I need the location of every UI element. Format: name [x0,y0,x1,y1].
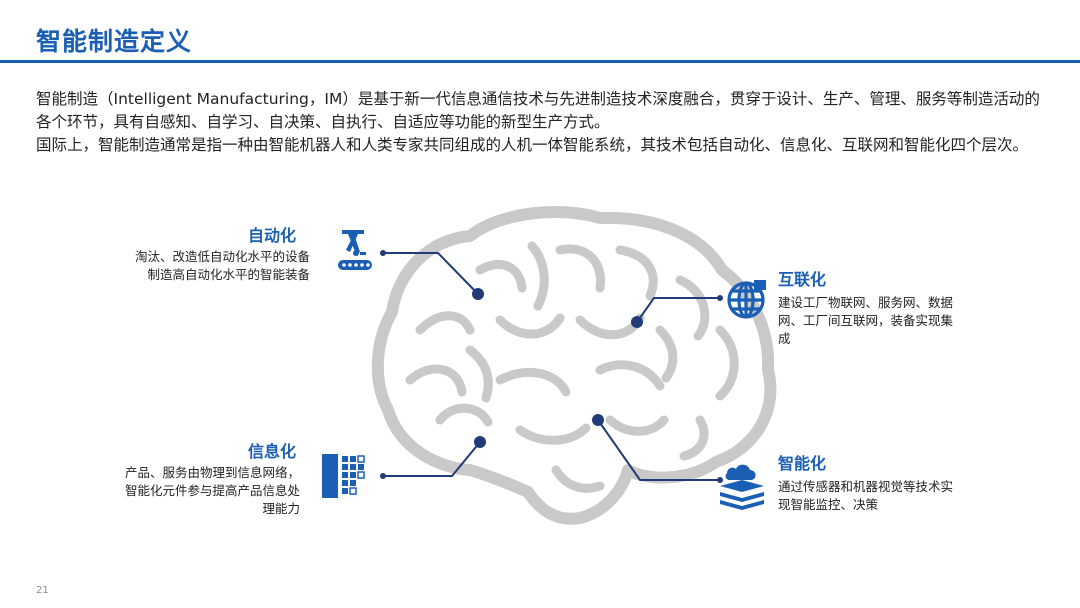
node-internet-icon [717,295,723,301]
information-description-line-3: 理能力 [262,501,300,516]
information-description-line-2: 智能化元件参与提高产品信息处 [124,483,300,498]
brain-icon [371,206,777,525]
automation-description-line-2: 制造高自动化水平的智能装备 [147,267,310,282]
automation-description-line-1: 淘汰、改造低自动化水平的设备 [134,249,310,264]
internet-description: 建设工厂物联网、服务网、数据 网、工厂间互联网，装备实现集 成 [778,294,978,348]
connector-automation [383,252,479,295]
intelligence-description-line-2: 现智能监控、决策 [778,497,879,512]
internet-description-line-1: 建设工厂物联网、服务网、数据 [778,295,954,310]
node-information-brain [474,436,486,448]
node-intelligence-brain [592,414,604,426]
intro-paragraph-1: 智能制造（Intelligent Manufacturing，IM）是基于新一代… [36,90,1040,131]
connector-internet [636,297,720,323]
intelligence-description: 通过传感器和机器视觉等技术实 现智能监控、决策 [778,478,978,514]
cloud-layers-icon [720,464,764,510]
intelligence-heading: 智能化 [778,454,827,473]
connector-information [383,441,481,477]
node-automation-brain [472,288,484,300]
automation-heading: 自动化 [248,226,297,245]
globe-network-icon [727,280,766,319]
intelligence-description-line-1: 通过传感器和机器视觉等技术实 [778,479,954,494]
title-divider [0,60,1080,63]
intro-text: 智能制造（Intelligent Manufacturing，IM）是基于新一代… [36,88,1046,157]
slide-title: 智能制造定义 [36,27,193,56]
page-number: 21 [36,585,49,596]
node-internet-brain [631,316,643,328]
internet-description-line-2: 网、工厂间互联网，装备实现集 [778,313,954,328]
connector-lines [383,252,720,481]
connector-intelligence [597,419,720,481]
node-intelligence-icon [717,477,723,483]
information-description-line-1: 产品、服务由物理到信息网络， [124,465,300,480]
automation-description: 淘汰、改造低自动化水平的设备 制造高自动化水平的智能装备 [110,248,310,284]
node-automation-icon [380,250,386,256]
internet-description-line-3: 成 [778,331,791,346]
information-heading: 信息化 [248,442,297,461]
information-description: 产品、服务由物理到信息网络， 智能化元件参与提高产品信息处 理能力 [100,464,300,518]
intro-paragraph-2: 国际上，智能制造通常是指一种由智能机器人和人类专家共同组成的人机一体智能系统，其… [36,136,1029,154]
connector-nodes [380,250,723,483]
robot-arm-conveyor-icon [338,230,372,270]
node-information-icon [380,473,386,479]
internet-heading: 互联化 [778,270,827,289]
digital-blocks-icon [322,454,365,498]
